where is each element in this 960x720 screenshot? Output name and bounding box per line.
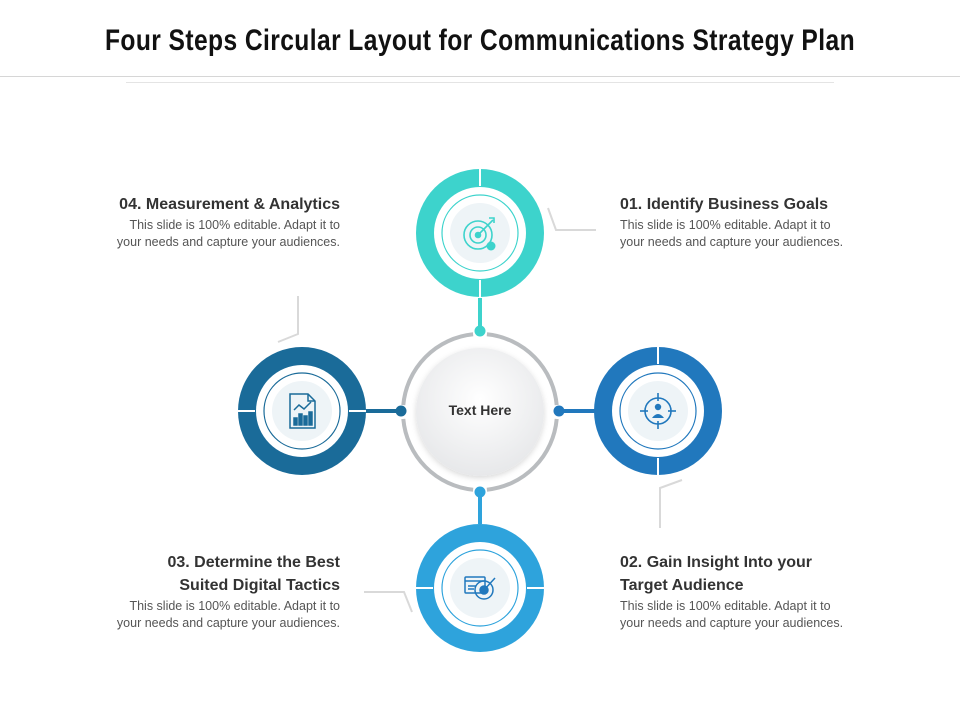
center-disc	[416, 348, 544, 476]
step-03-description-line1: This slide is 100% editable. Adapt it to	[129, 599, 340, 613]
callout-lines	[277, 207, 683, 613]
connector-dot-top	[474, 325, 486, 337]
step-circle-02	[594, 347, 722, 475]
step-04-text: 04. Measurement & Analytics This slide i…	[100, 193, 340, 251]
step-circle-04	[238, 347, 366, 475]
step-02-heading-line2: Target Audience	[620, 577, 744, 594]
callout-line-02	[659, 479, 683, 528]
connector-dot-left	[395, 405, 407, 417]
callout-line-01	[547, 207, 596, 231]
step-03-description-line2: your needs and capture your audiences.	[116, 616, 340, 630]
step-03-heading-line1: 03. Determine the Best	[167, 554, 340, 571]
step-circle-01	[416, 169, 544, 297]
page-title: Four Steps Circular Layout for Communica…	[104, 24, 856, 57]
step-04-description-line2: your needs and capture your audiences.	[116, 235, 340, 249]
step-03-text: 03. Determine the Best Suited Digital Ta…	[100, 551, 340, 632]
step-04-heading: 04. Measurement & Analytics	[119, 196, 340, 213]
step-02-description-line1: This slide is 100% editable. Adapt it to	[620, 599, 831, 613]
step-circle-03	[416, 524, 544, 652]
step-02-text: 02. Gain Insight Into your Target Audien…	[620, 551, 860, 632]
step-01-heading: 01. Identify Business Goals	[620, 196, 829, 213]
connector-dot-bottom	[474, 486, 486, 498]
step-04-description: This slide is 100% editable. Adapt it to…	[100, 217, 340, 251]
step-04-description-line1: This slide is 100% editable. Adapt it to	[129, 218, 340, 232]
title-divider-secondary	[126, 82, 834, 83]
step-01-description-line1: This slide is 100% editable. Adapt it to	[620, 218, 831, 232]
step-01-description-line2: your needs and capture your audiences.	[620, 235, 844, 249]
step-02-heading: 02. Gain Insight Into your Target Audien…	[620, 551, 860, 597]
callout-line-03	[364, 591, 413, 613]
step-02-description: This slide is 100% editable. Adapt it to…	[620, 598, 860, 632]
analytics-report-icon	[289, 393, 316, 429]
connectors	[366, 298, 596, 524]
step-02-heading-line1: 02. Gain Insight Into your	[620, 554, 813, 571]
step-03-heading: 03. Determine the Best Suited Digital Ta…	[100, 551, 340, 597]
target-arrow-icon	[463, 217, 496, 251]
step-01-text: 01. Identify Business Goals This slide i…	[620, 193, 860, 251]
step-03-description: This slide is 100% editable. Adapt it to…	[100, 598, 340, 632]
center-ring	[401, 332, 559, 492]
connector-dot-right	[553, 405, 565, 417]
crosshair-person-icon	[640, 393, 676, 429]
digital-target-icon	[464, 576, 496, 600]
step-02-description-line2: your needs and capture your audiences.	[620, 616, 844, 630]
title-divider	[0, 76, 960, 77]
callout-line-04	[277, 296, 299, 343]
step-01-description: This slide is 100% editable. Adapt it to…	[620, 217, 860, 251]
step-03-heading-line2: Suited Digital Tactics	[179, 577, 340, 594]
center-label: Text Here	[448, 402, 512, 418]
